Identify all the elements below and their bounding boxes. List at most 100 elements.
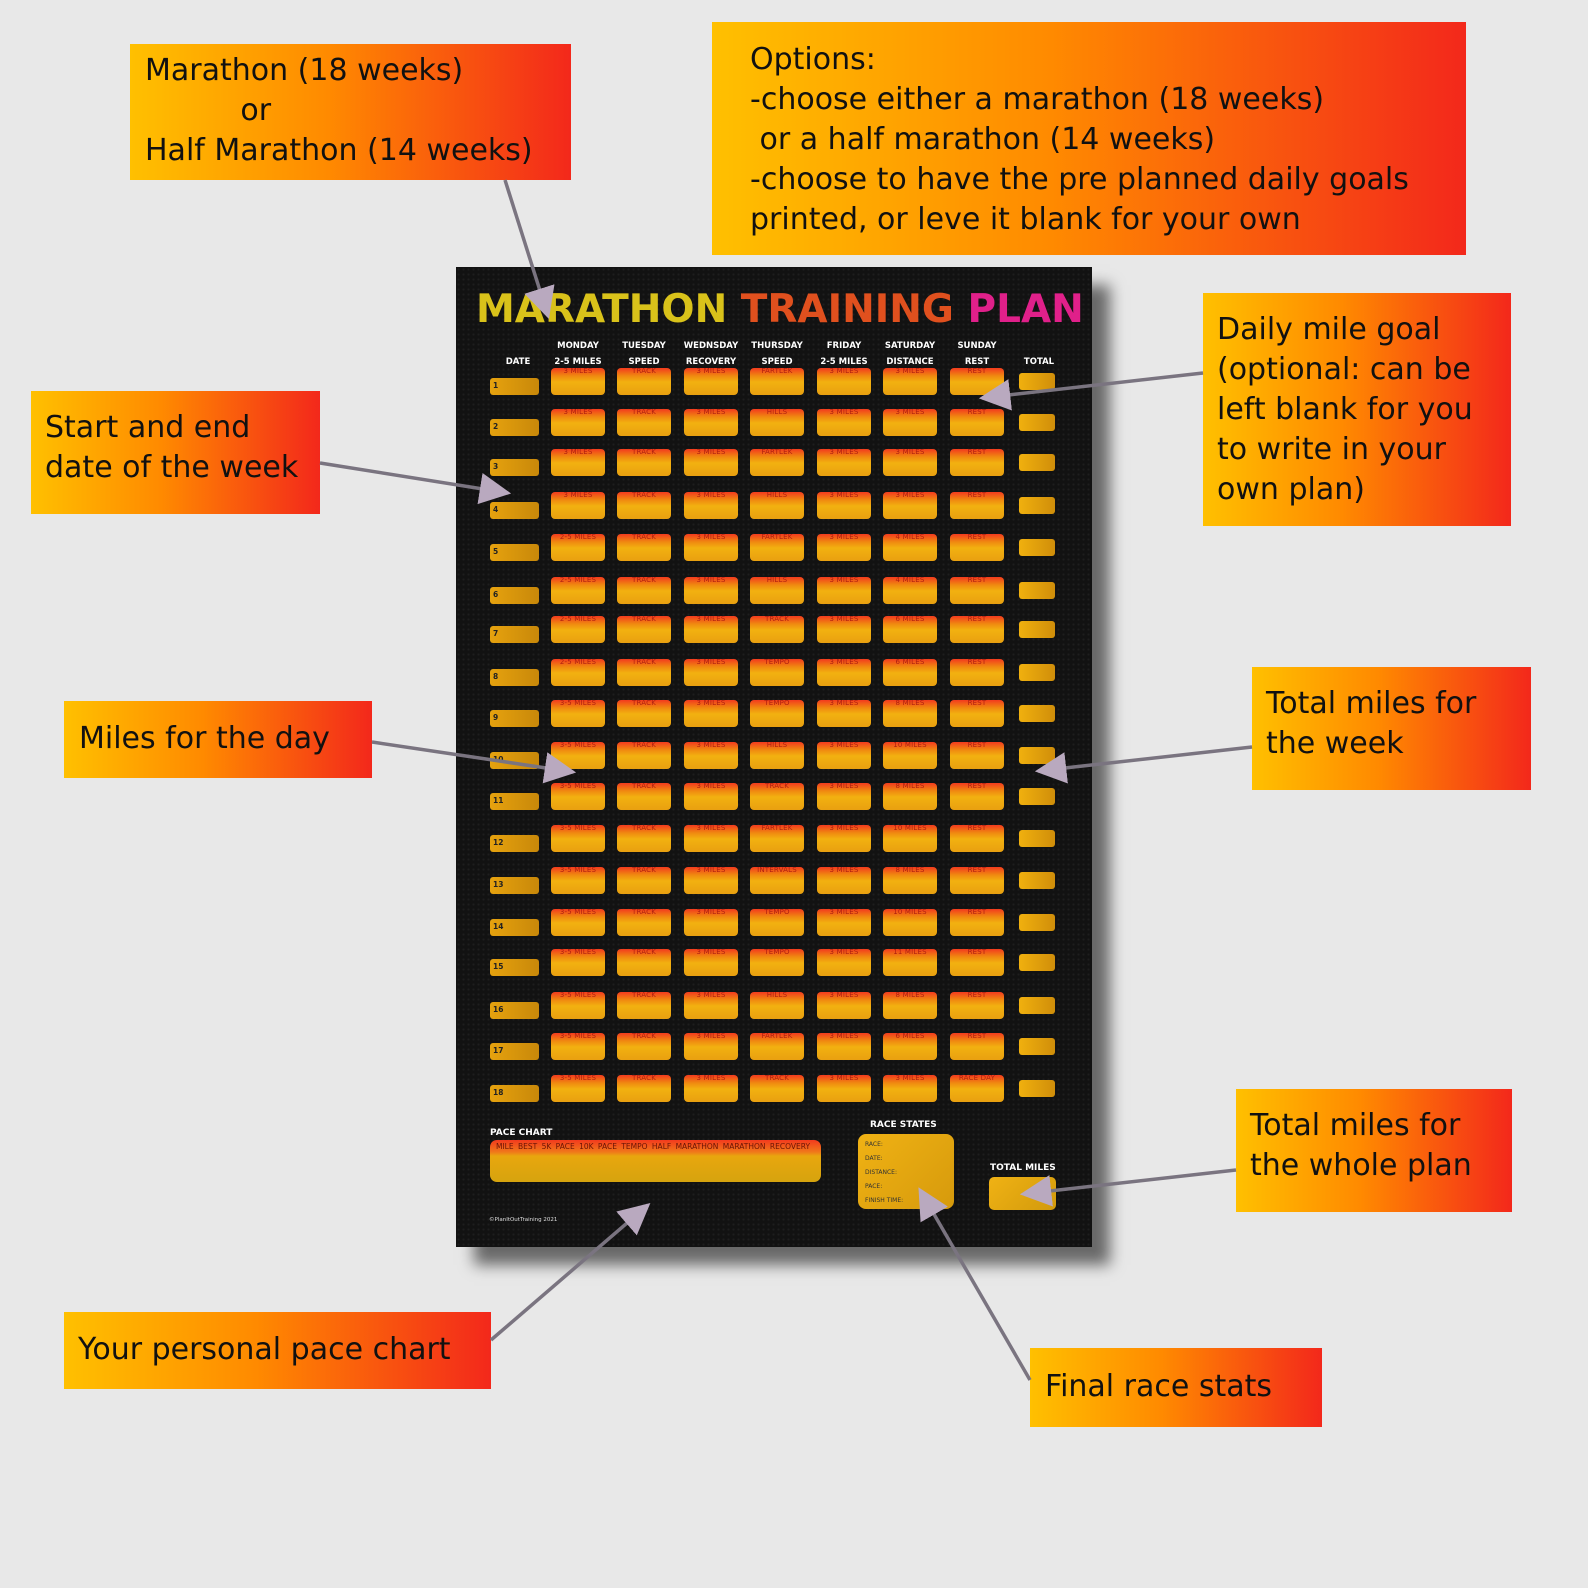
day-goal-cell[interactable]: 3 MILES	[817, 909, 871, 936]
day-goal-cell[interactable]: TRACK	[750, 1075, 804, 1102]
day-goal-cell[interactable]: TRACK	[617, 1075, 671, 1102]
day-goal-cell[interactable]: 3 MILES	[817, 992, 871, 1019]
day-goal-cell[interactable]: 4 MILES	[883, 534, 937, 561]
week-date-field[interactable]: 4	[490, 502, 539, 519]
week-date-field[interactable]: 13	[490, 877, 539, 894]
day-goal-cell[interactable]: 3 MILES	[684, 1033, 738, 1060]
day-goal-cell[interactable]: TRACK	[617, 700, 671, 727]
week-total-field[interactable]	[1019, 830, 1055, 847]
day-goal-cell[interactable]: 3 MILES	[883, 409, 937, 436]
day-goal-cell[interactable]: 3 MILES	[684, 492, 738, 519]
day-goal-cell[interactable]: TRACK	[750, 616, 804, 643]
week-date-field[interactable]: 16	[490, 1002, 539, 1019]
week-date-field[interactable]: 10	[490, 752, 539, 769]
day-goal-cell[interactable]: TEMPO	[750, 659, 804, 686]
day-goal-cell[interactable]: 3 MILES	[817, 742, 871, 769]
week-date-field[interactable]: 18	[490, 1085, 539, 1102]
day-goal-cell[interactable]: 3 MILES	[684, 449, 738, 476]
day-goal-cell[interactable]: 2-5 MILES	[551, 534, 605, 561]
day-goal-cell[interactable]: 3 MILES	[551, 409, 605, 436]
day-goal-cell[interactable]: FARTLEK	[750, 1033, 804, 1060]
day-goal-cell[interactable]: 3-5 MILES	[551, 783, 605, 810]
week-date-field[interactable]: 11	[490, 793, 539, 810]
day-goal-cell[interactable]: 3 MILES	[817, 825, 871, 852]
day-goal-cell[interactable]: REST	[950, 825, 1004, 852]
day-goal-cell[interactable]: 3 MILES	[684, 783, 738, 810]
day-goal-cell[interactable]: TRACK	[617, 825, 671, 852]
day-goal-cell[interactable]: 4 MILES	[883, 577, 937, 604]
day-goal-cell[interactable]: 6 MILES	[883, 1033, 937, 1060]
day-goal-cell[interactable]: TRACK	[617, 534, 671, 561]
day-goal-cell[interactable]: TRACK	[617, 616, 671, 643]
week-date-field[interactable]: 2	[490, 419, 539, 436]
day-goal-cell[interactable]: 3 MILES	[684, 616, 738, 643]
day-goal-cell[interactable]: TRACK	[617, 742, 671, 769]
day-goal-cell[interactable]: TRACK	[750, 783, 804, 810]
week-date-field[interactable]: 6	[490, 587, 539, 604]
day-goal-cell[interactable]: 3 MILES	[817, 700, 871, 727]
day-goal-cell[interactable]: TRACK	[617, 368, 671, 395]
day-goal-cell[interactable]: HILLS	[750, 492, 804, 519]
day-goal-cell[interactable]: REST	[950, 492, 1004, 519]
day-goal-cell[interactable]: 3 MILES	[684, 1075, 738, 1102]
day-goal-cell[interactable]: REST	[950, 949, 1004, 976]
day-goal-cell[interactable]: REST	[950, 368, 1004, 395]
total-miles-box[interactable]	[989, 1177, 1056, 1210]
week-date-field[interactable]: 1	[490, 378, 539, 395]
day-goal-cell[interactable]: REST	[950, 867, 1004, 894]
day-goal-cell[interactable]: FARTLEK	[750, 534, 804, 561]
day-goal-cell[interactable]: TRACK	[617, 577, 671, 604]
week-total-field[interactable]	[1019, 414, 1055, 431]
day-goal-cell[interactable]: REST	[950, 409, 1004, 436]
day-goal-cell[interactable]: 2-5 MILES	[551, 659, 605, 686]
day-goal-cell[interactable]: 3 MILES	[551, 449, 605, 476]
day-goal-cell[interactable]: 3 MILES	[817, 368, 871, 395]
week-total-field[interactable]	[1019, 497, 1055, 514]
week-date-field[interactable]: 8	[490, 669, 539, 686]
day-goal-cell[interactable]: REST	[950, 700, 1004, 727]
day-goal-cell[interactable]: HILLS	[750, 992, 804, 1019]
day-goal-cell[interactable]: 3 MILES	[817, 449, 871, 476]
day-goal-cell[interactable]: REST	[950, 1033, 1004, 1060]
day-goal-cell[interactable]: 10 MILES	[883, 909, 937, 936]
week-total-field[interactable]	[1019, 582, 1055, 599]
day-goal-cell[interactable]: 3 MILES	[684, 867, 738, 894]
day-goal-cell[interactable]: 3-5 MILES	[551, 1075, 605, 1102]
week-date-field[interactable]: 9	[490, 710, 539, 727]
day-goal-cell[interactable]: 3 MILES	[817, 949, 871, 976]
day-goal-cell[interactable]: REST	[950, 992, 1004, 1019]
day-goal-cell[interactable]: INTERVALS	[750, 867, 804, 894]
week-total-field[interactable]	[1019, 705, 1055, 722]
day-goal-cell[interactable]: TRACK	[617, 492, 671, 519]
race-stats-box[interactable]: RACE: DATE: DISTANCE: PACE: FINISH TIME:	[858, 1134, 954, 1209]
day-goal-cell[interactable]: 3 MILES	[883, 1075, 937, 1102]
day-goal-cell[interactable]: 3 MILES	[817, 492, 871, 519]
day-goal-cell[interactable]: 3-5 MILES	[551, 867, 605, 894]
day-goal-cell[interactable]: 10 MILES	[883, 742, 937, 769]
day-goal-cell[interactable]: TEMPO	[750, 700, 804, 727]
day-goal-cell[interactable]: TEMPO	[750, 909, 804, 936]
day-goal-cell[interactable]: HILLS	[750, 742, 804, 769]
day-goal-cell[interactable]: 8 MILES	[883, 992, 937, 1019]
day-goal-cell[interactable]: 3-5 MILES	[551, 992, 605, 1019]
day-goal-cell[interactable]: 3 MILES	[883, 368, 937, 395]
week-date-field[interactable]: 7	[490, 626, 539, 643]
day-goal-cell[interactable]: TRACK	[617, 409, 671, 436]
day-goal-cell[interactable]: 3 MILES	[684, 700, 738, 727]
week-total-field[interactable]	[1019, 373, 1055, 390]
day-goal-cell[interactable]: TRACK	[617, 449, 671, 476]
week-total-field[interactable]	[1019, 664, 1055, 681]
day-goal-cell[interactable]: TRACK	[617, 992, 671, 1019]
day-goal-cell[interactable]: REST	[950, 449, 1004, 476]
day-goal-cell[interactable]: REST	[950, 659, 1004, 686]
day-goal-cell[interactable]: 3 MILES	[551, 368, 605, 395]
day-goal-cell[interactable]: REST	[950, 616, 1004, 643]
week-total-field[interactable]	[1019, 1080, 1055, 1097]
day-goal-cell[interactable]: 6 MILES	[883, 616, 937, 643]
day-goal-cell[interactable]: 2-5 MILES	[551, 577, 605, 604]
day-goal-cell[interactable]: FARTLEK	[750, 449, 804, 476]
day-goal-cell[interactable]: RACE DAY	[950, 1075, 1004, 1102]
week-total-field[interactable]	[1019, 997, 1055, 1014]
day-goal-cell[interactable]: 3 MILES	[817, 534, 871, 561]
day-goal-cell[interactable]: 3-5 MILES	[551, 1033, 605, 1060]
